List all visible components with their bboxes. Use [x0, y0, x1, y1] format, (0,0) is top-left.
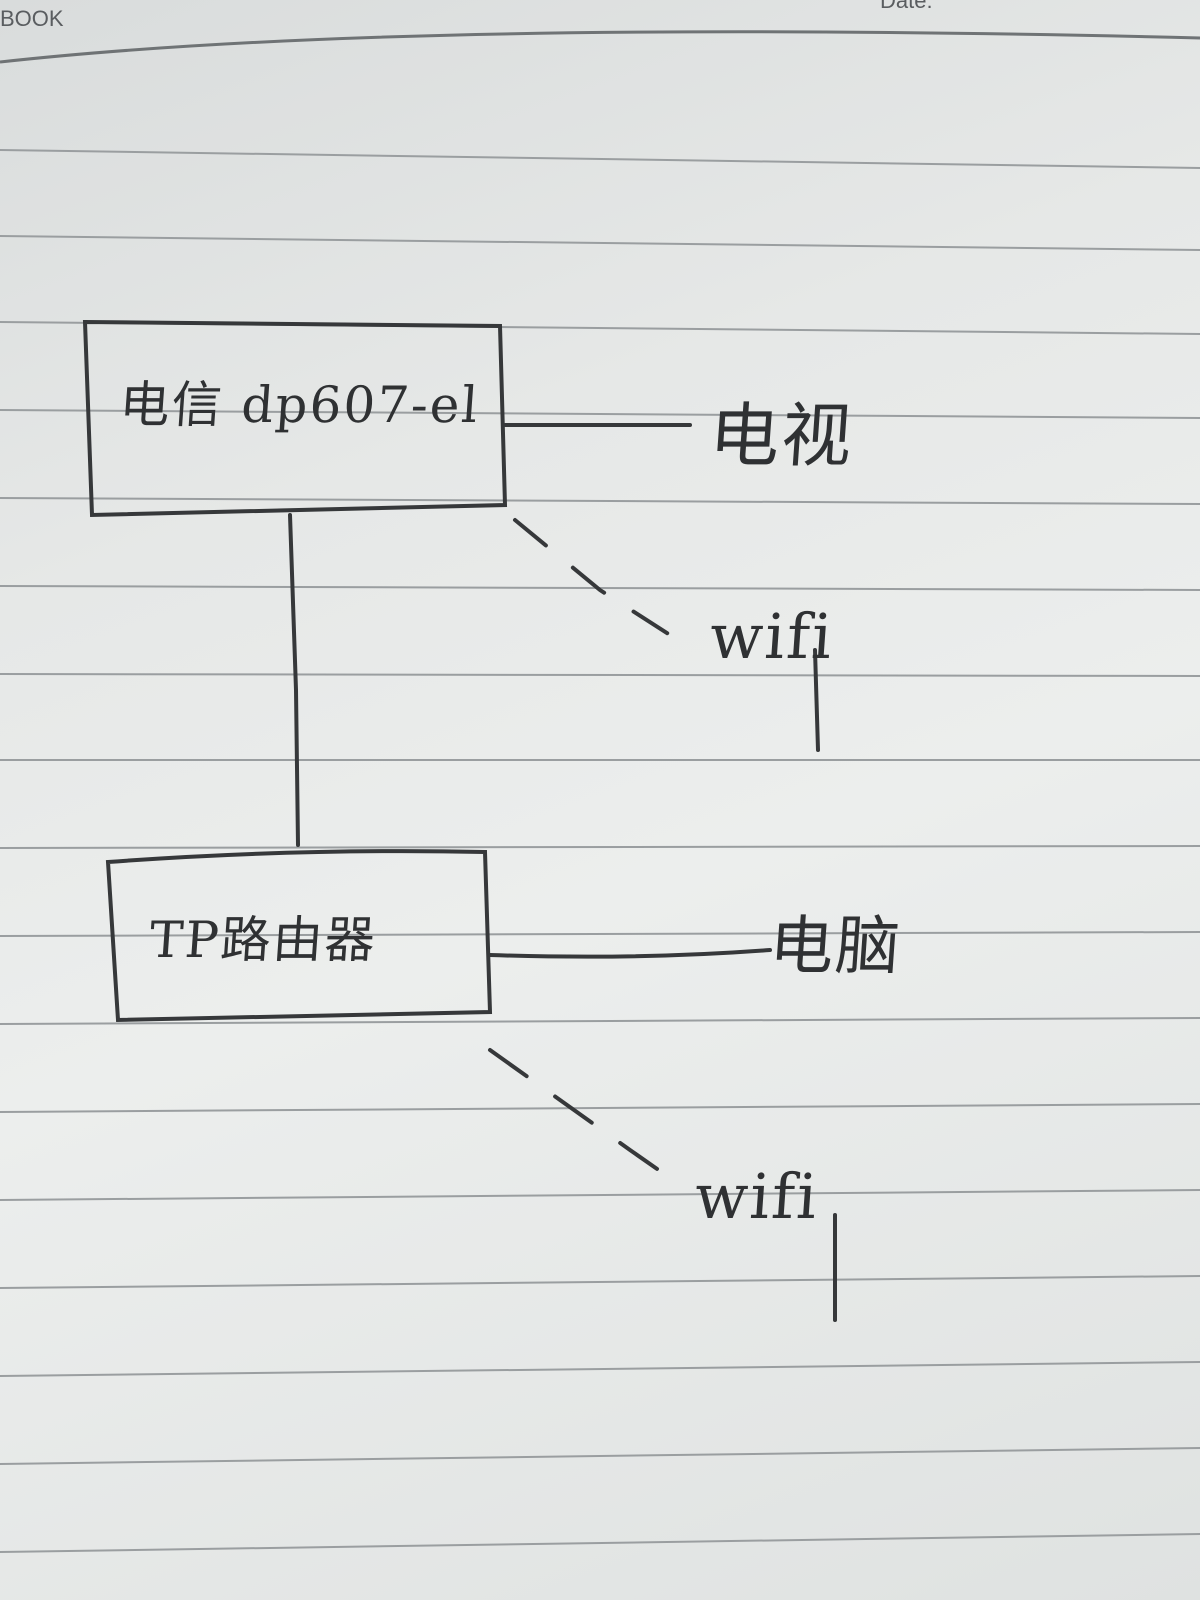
edge-router-pc	[488, 948, 772, 959]
wifi-label-1: wifi	[707, 600, 837, 673]
ruled-lines	[0, 30, 1200, 1553]
router-label: TP路由器	[147, 911, 379, 969]
notebook-label: BOOK	[0, 6, 64, 31]
modem-box	[82, 319, 508, 518]
edge-modem-wifi	[513, 518, 672, 637]
wifi-tail-1	[813, 648, 820, 752]
router-box	[105, 849, 493, 1023]
wifi-label-2: wifi	[692, 1160, 822, 1233]
pc-label: 电脑	[766, 910, 905, 984]
tv-label: 电视	[706, 395, 857, 477]
date-label: Date:	[880, 0, 933, 13]
edge-modem-router	[288, 513, 300, 847]
modem-label: 电信 dp607-el	[117, 376, 482, 434]
edge-router-wifi	[488, 1048, 682, 1187]
